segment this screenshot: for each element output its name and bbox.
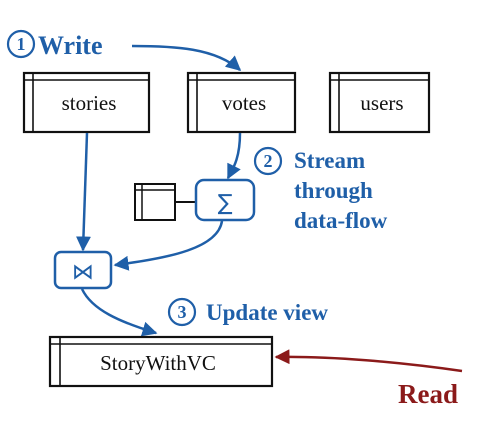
sum-to-join-arrow: [113, 220, 224, 271]
table-stories: stories: [22, 71, 151, 134]
view-storywithvc-label: StoryWithVC: [100, 351, 216, 375]
step-1-write: 1 Write: [6, 29, 103, 60]
join-icon: ⋈: [72, 260, 94, 285]
write-arrow: [131, 44, 242, 71]
table-stories-label: stories: [62, 91, 117, 115]
sum-icon: ∑: [218, 191, 233, 216]
step-2-stream: 2 Stream through data-flow: [253, 146, 388, 233]
update-view-arrow: [80, 288, 158, 337]
sum-state-table: [134, 183, 196, 221]
step-1-number: 1: [17, 34, 26, 54]
step-2-number-circle: [253, 146, 283, 176]
stories-to-join-arrow: [75, 132, 91, 252]
step-2-number: 2: [264, 151, 273, 171]
table-votes: votes: [186, 71, 297, 134]
join-operator: ⋈: [53, 250, 113, 290]
step-3-update: 3 Update view: [167, 297, 328, 327]
step-1-number-circle: [6, 29, 36, 59]
table-votes-label: votes: [222, 91, 266, 115]
view-storywithvc: StoryWithVC: [48, 335, 274, 388]
table-users: users: [328, 71, 431, 134]
step-3-number-circle: [167, 297, 197, 327]
write-label: Write: [38, 31, 103, 60]
sum-operator: ∑: [194, 178, 256, 222]
stream-label-line3: data-flow: [294, 208, 388, 233]
read-label: Read: [398, 379, 458, 409]
votes-to-sum-arrow: [226, 132, 242, 180]
step-3-number: 3: [178, 302, 187, 322]
read-arrow: [274, 349, 463, 373]
table-users-label: users: [360, 91, 403, 115]
stream-label-line1: Stream: [294, 148, 365, 173]
stream-label-line2: through: [294, 178, 373, 203]
update-view-label: Update view: [206, 300, 328, 325]
